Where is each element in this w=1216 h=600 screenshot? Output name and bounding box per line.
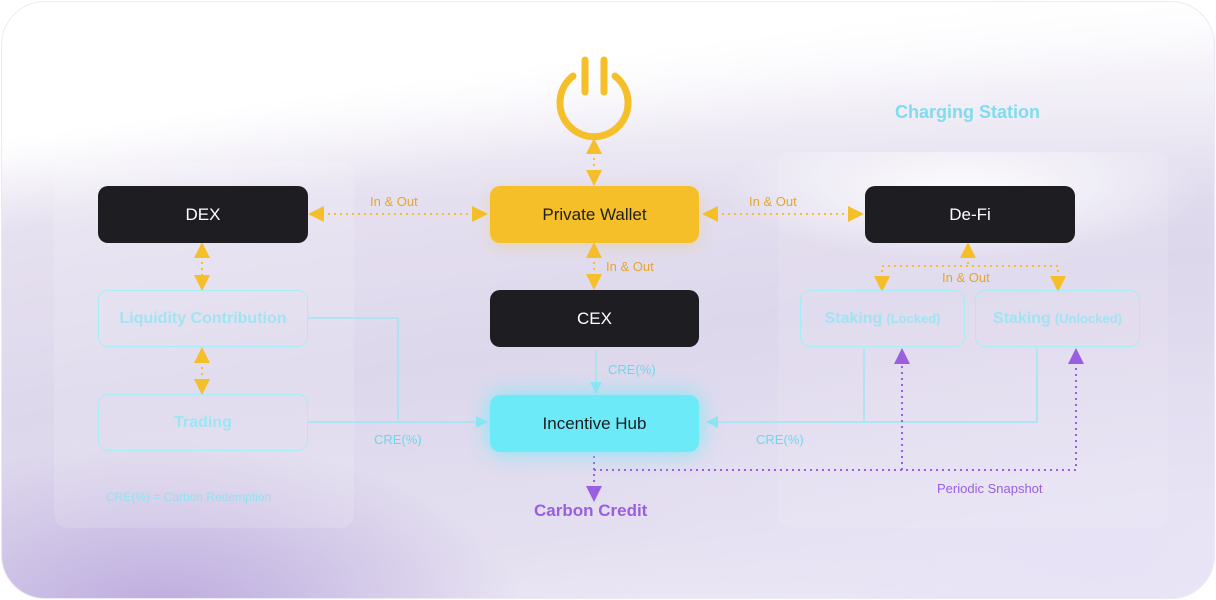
in-out-cex-label: In & Out	[606, 259, 654, 274]
in-out-defi-label: In & Out	[942, 270, 990, 285]
cre-cex-label: CRE(%)	[608, 362, 656, 377]
staking-unlocked-label: Staking	[993, 309, 1051, 327]
staking-unlocked-sub: (Unlocked)	[1054, 311, 1122, 326]
trading-node: Trading	[98, 394, 308, 451]
staking-locked-sub: (Locked)	[886, 311, 941, 326]
carbon-credit-label: Carbon Credit	[534, 501, 648, 520]
periodic-snapshot-label: Periodic Snapshot	[937, 481, 1043, 496]
cre-right-label: CRE(%)	[756, 432, 804, 447]
staking-unlocked-node: Staking(Unlocked)	[975, 290, 1140, 347]
private-wallet-label: Private Wallet	[542, 204, 647, 224]
private-wallet-node: Private Wallet	[490, 186, 699, 243]
charging-station-title: Charging Station	[895, 102, 1040, 122]
cre-left-label: CRE(%)	[374, 432, 422, 447]
incentive-hub-node: Incentive Hub	[490, 395, 699, 452]
staking-locked-node: Staking(Locked)	[800, 290, 965, 347]
incentive-hub-label: Incentive Hub	[542, 413, 647, 433]
liquidity-contribution-node: Liquidity Contribution	[98, 290, 308, 347]
trading-label: Trading	[174, 413, 232, 431]
cex-label: CEX	[577, 308, 612, 328]
dex-node: DEX	[98, 186, 308, 243]
cex-node: CEX	[490, 290, 699, 347]
power-icon	[556, 56, 632, 141]
defi-node: De-Fi	[865, 186, 1075, 243]
defi-label: De-Fi	[949, 204, 991, 224]
liquidity-contribution-label: Liquidity Contribution	[119, 309, 287, 327]
in-out-left-label: In & Out	[370, 194, 418, 209]
in-out-right-label: In & Out	[749, 194, 797, 209]
staking-locked-label: Staking	[824, 309, 883, 327]
cre-legend: CRE(%) = Carbon Redemption	[106, 490, 272, 504]
dex-label: DEX	[185, 204, 221, 224]
